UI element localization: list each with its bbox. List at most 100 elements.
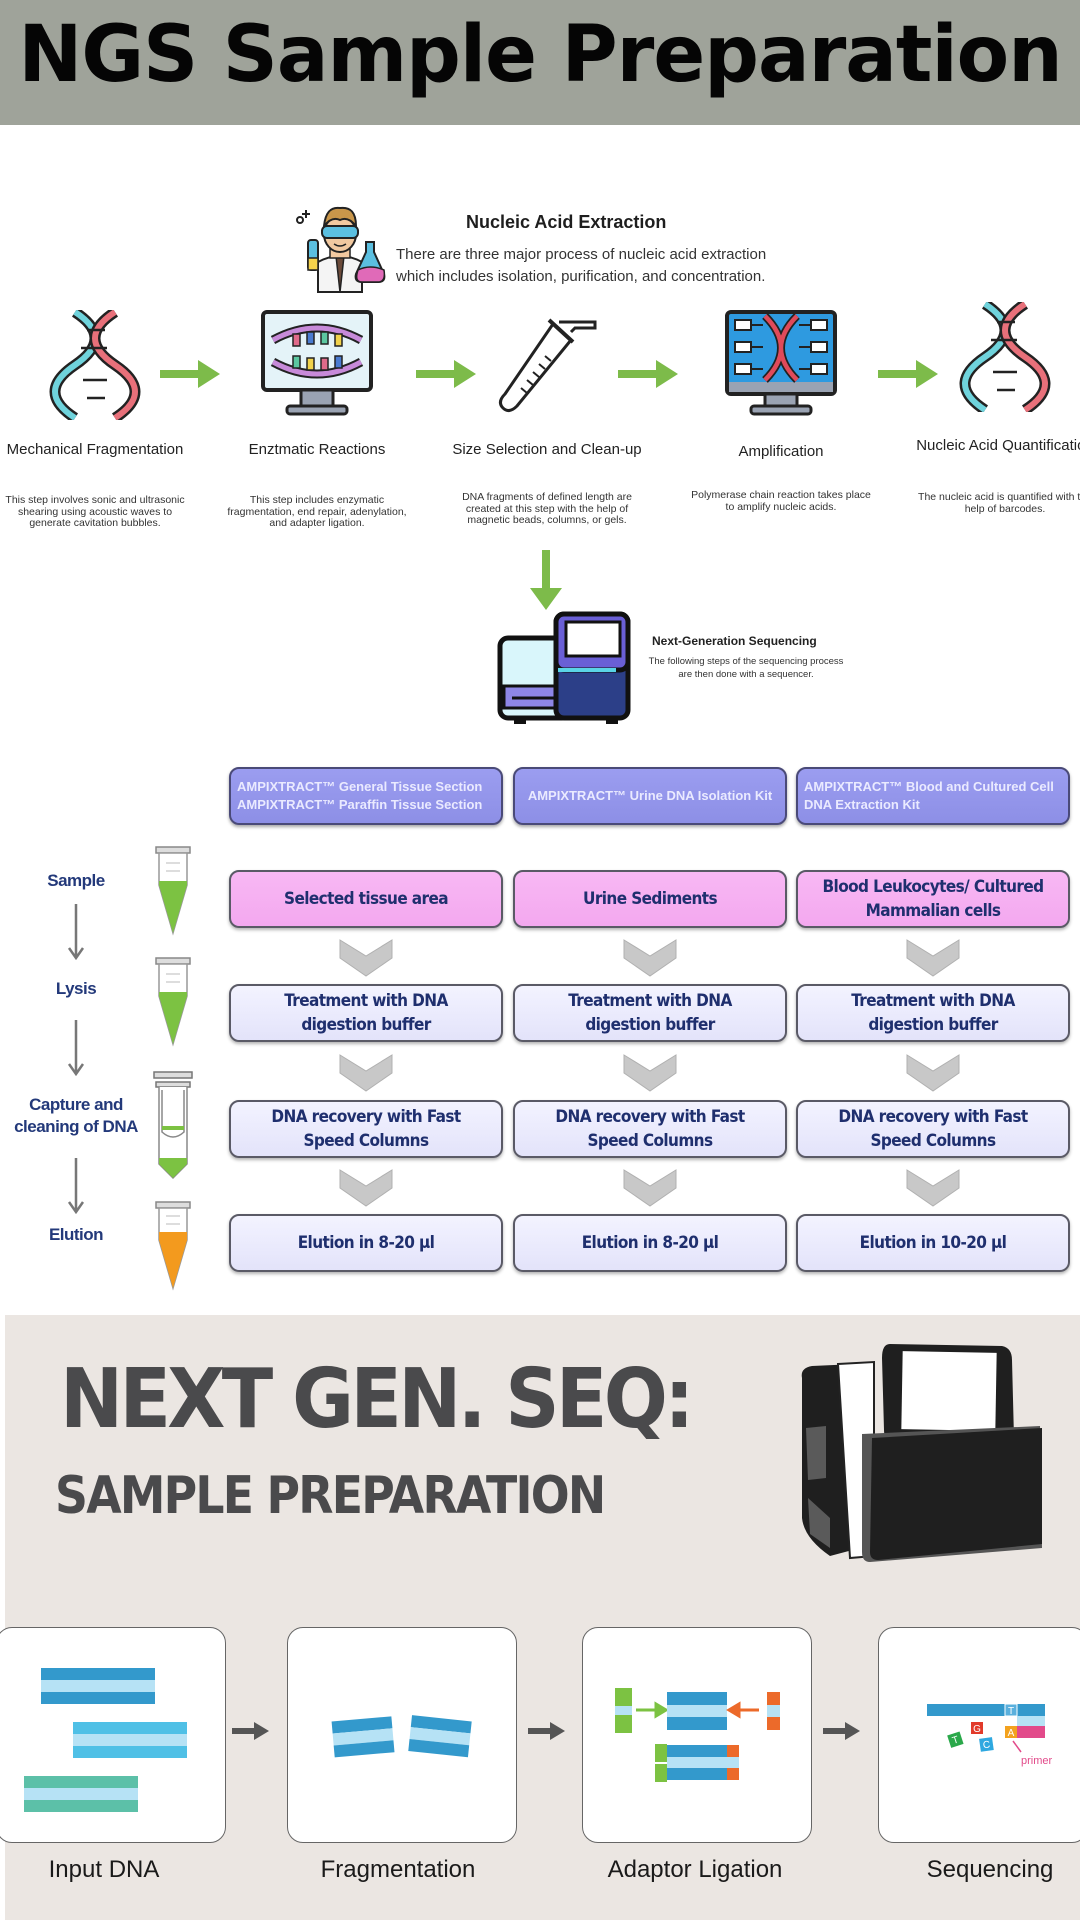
flow-box-lysis: Treatment with DNA digestion buffer <box>513 984 787 1042</box>
step-title: Enztmatic Reactions <box>248 441 386 458</box>
sequencer-icon <box>801 1344 1042 1562</box>
description-line: which includes isolation, purification, … <box>396 268 766 285</box>
flow-box-elution: Elution in 10-20 µl <box>796 1214 1070 1272</box>
stage-label-capture: Capture and cleaning of DNA <box>14 1095 138 1136</box>
dna-helix-icon <box>959 302 1051 412</box>
kit-line: AMPIXTRACT™ Blood and Cultured Cell <box>804 779 1054 794</box>
flow-box-elution: Elution in 8-20 µl <box>513 1214 787 1272</box>
flow-box-lysis: Treatment with DNA digestion buffer <box>796 984 1070 1042</box>
chevron-down-icon <box>623 939 677 977</box>
flow-box-capture: DNA recovery with Fast Speed Columns <box>796 1100 1070 1158</box>
dna-helix-icon <box>49 310 141 420</box>
step-description: DNA fragments of defined length are crea… <box>462 491 632 526</box>
down-arrow-icon <box>67 1158 85 1214</box>
card-sequencing: T A T G C primer <box>878 1627 1080 1843</box>
orange-tube-icon <box>155 1201 191 1291</box>
base-letter: T <box>951 1734 960 1746</box>
fragmentation-icon <box>331 1715 472 1758</box>
step-description: This step includes enzymatic fragmentati… <box>227 494 407 529</box>
primer-label: primer <box>1021 1755 1053 1767</box>
green-arrow-down-icon <box>530 550 562 610</box>
green-tube-icon <box>155 957 191 1047</box>
stage-label-elution: Elution <box>48 1225 104 1244</box>
green-arrow-right-icon <box>618 360 678 388</box>
card-adaptor-ligation <box>582 1627 812 1843</box>
stage-label-sample: Sample <box>47 871 105 890</box>
chevron-down-icon <box>906 1054 960 1092</box>
green-arrow-right-icon <box>878 360 938 388</box>
down-arrow-icon <box>67 904 85 960</box>
step-description: Polymerase chain reaction takes place to… <box>691 489 871 513</box>
gray-arrow-right-icon <box>528 1722 565 1740</box>
chevron-down-icon <box>339 939 393 977</box>
column-tube-icon <box>153 1071 193 1180</box>
card-input-dna <box>0 1627 226 1843</box>
chevron-down-icon <box>906 1169 960 1207</box>
step-amplification: Amplification Polymerase chain reaction … <box>686 310 876 512</box>
down-arrow-icon <box>67 1020 85 1076</box>
chevron-down-icon <box>906 939 960 977</box>
gray-arrow-right-icon <box>823 1722 860 1740</box>
step-description: The nucleic acid is quantified with the … <box>918 491 1080 515</box>
step-quantification: Nucleic Acid Quantification The nucleic … <box>910 302 1080 514</box>
flow-box-capture: DNA recovery with Fast Speed Columns <box>513 1100 787 1158</box>
flow-box-sample: Selected tissue area <box>229 870 503 928</box>
chevron-down-icon <box>623 1169 677 1207</box>
base-letter: T <box>1008 1706 1014 1717</box>
monitor-dna-icon <box>261 310 373 416</box>
test-tube-icon <box>498 318 597 413</box>
step-title: Size Selection and Clean-up <box>452 441 642 458</box>
scientist-icon <box>296 206 386 293</box>
flow-box-sample: Blood Leukocytes/ Cultured Mammalian cel… <box>796 870 1070 928</box>
adaptor-ligation-icon <box>615 1688 780 1782</box>
card-fragmentation <box>287 1627 517 1843</box>
description-line: There are three major process of nucleic… <box>396 246 767 263</box>
input-dna-icon <box>24 1668 187 1812</box>
page-title: NGS Sample Preparation <box>18 10 1062 100</box>
flow-box-elution: Elution in 8-20 µl <box>229 1214 503 1272</box>
step-title: Mechanical Fragmentation <box>6 441 184 458</box>
step-label-sequencing: Sequencing <box>926 1856 1054 1883</box>
green-arrow-right-icon <box>160 360 220 388</box>
chevron-down-icon <box>623 1054 677 1092</box>
kit-line: DNA Extraction Kit <box>804 797 920 812</box>
step-label-input-dna: Input DNA <box>48 1856 160 1883</box>
extraction-description: There are three major process of nucleic… <box>396 244 766 288</box>
monitor-pcr-icon <box>725 310 837 416</box>
step-mechanical-fragmentation: Mechanical Fragmentation This step invol… <box>0 310 190 529</box>
gray-arrow-right-icon <box>232 1722 269 1740</box>
kit-line: AMPIXTRACT™ Urine DNA Isolation Kit <box>527 788 773 803</box>
banner-title: NEXT GEN. SEQ: <box>60 1352 694 1447</box>
ngs-title: Next-Generation Sequencing <box>652 634 817 648</box>
base-letter: G <box>973 1724 981 1735</box>
step-title: Nucleic Acid Quantification <box>916 437 1080 454</box>
green-tube-icon <box>155 846 191 936</box>
sequencer-icon <box>497 611 631 724</box>
chevron-down-icon <box>339 1054 393 1092</box>
step-title: Amplification <box>738 443 824 460</box>
base-letter: C <box>982 1739 991 1751</box>
step-enzymatic-reactions: Enztmatic Reactions This step includes e… <box>222 310 412 529</box>
kit-header-urine: AMPIXTRACT™ Urine DNA Isolation Kit <box>513 767 787 825</box>
flow-box-sample: Urine Sediments <box>513 870 787 928</box>
step-label-adaptor-ligation: Adaptor Ligation <box>607 1856 783 1883</box>
header-bar: NGS Sample Preparation <box>0 0 1080 125</box>
stage-label-lysis: Lysis <box>55 979 97 998</box>
flow-box-lysis: Treatment with DNA digestion buffer <box>229 984 503 1042</box>
banner-subtitle: SAMPLE PREPARATION <box>55 1466 606 1526</box>
flow-box-capture: DNA recovery with Fast Speed Columns <box>229 1100 503 1158</box>
extraction-title: Nucleic Acid Extraction <box>466 212 667 232</box>
step-description: This step involves sonic and ultrasonic … <box>5 494 185 529</box>
green-arrow-right-icon <box>416 360 476 388</box>
sequencing-icon: T A T G C primer <box>927 1703 1053 1767</box>
step-size-selection: Size Selection and Clean-up DNA fragment… <box>452 310 642 526</box>
kit-line: AMPIXTRACT™ General Tissue Section <box>237 779 483 794</box>
ngs-description: The following steps of the sequencing pr… <box>648 656 844 680</box>
chevron-down-icon <box>339 1169 393 1207</box>
kit-line: AMPIXTRACT™ Paraffin Tissue Section <box>237 797 483 812</box>
base-letter: A <box>1008 1728 1015 1739</box>
